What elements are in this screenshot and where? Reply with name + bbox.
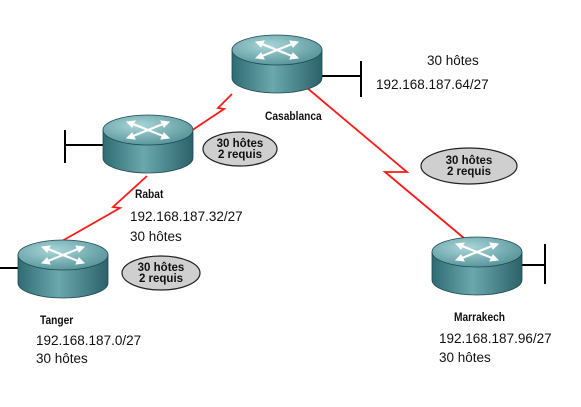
wan-bubble-2 <box>420 147 518 185</box>
wan-bubble-1-line2: 2 requis <box>217 149 263 161</box>
router-rabat-name: Rabat <box>135 187 164 201</box>
tanger-hosts: 30 hôtes <box>36 351 88 366</box>
marrakech-hosts: 30 hôtes <box>439 350 491 365</box>
ethernet-segments <box>0 61 546 284</box>
wan-bubble-3-text: 30 hôtes 2 requis <box>122 262 200 285</box>
rabat-network: 192.168.187.32/27 <box>130 209 243 224</box>
router-tanger-name: Tanger <box>40 313 74 327</box>
router-casablanca-icon <box>230 33 324 95</box>
wan-bubble-1-text: 30 hôtes 2 requis <box>203 138 277 161</box>
wan-bubble-3-line2: 2 requis <box>138 273 184 285</box>
wan-bubble-2-line2: 2 requis <box>446 166 492 178</box>
marrakech-network: 192.168.187.96/27 <box>439 331 552 346</box>
router-casablanca-name: Casablanca <box>265 109 322 123</box>
wan-bubble-3 <box>121 255 201 291</box>
tanger-network: 192.168.187.0/27 <box>36 333 142 348</box>
router-tanger-icon <box>16 238 110 300</box>
serial-links <box>54 81 472 246</box>
wan-bubble-3-line1: 30 hôtes <box>137 262 185 274</box>
rabat-hosts: 30 hôtes <box>130 229 182 244</box>
serial-link-tanger-rabat <box>54 175 148 246</box>
wan-bubble-1-line1: 30 hôtes <box>216 138 264 150</box>
serial-link-casablanca-marrakech <box>299 81 472 245</box>
router-rabat-icon <box>101 113 195 175</box>
casablanca-hosts: 30 hôtes <box>427 53 479 68</box>
casablanca-network: 192.168.187.64/27 <box>376 77 489 92</box>
router-marrakech-icon <box>430 235 524 297</box>
serial-link-rabat-casablanca <box>184 93 233 136</box>
router-marrakech-name: Marrakech <box>454 310 506 324</box>
wan-bubble-1 <box>202 131 278 167</box>
wan-bubble-2-text: 30 hôtes 2 requis <box>421 155 517 178</box>
wan-bubble-2-line1: 30 hôtes <box>445 155 493 167</box>
